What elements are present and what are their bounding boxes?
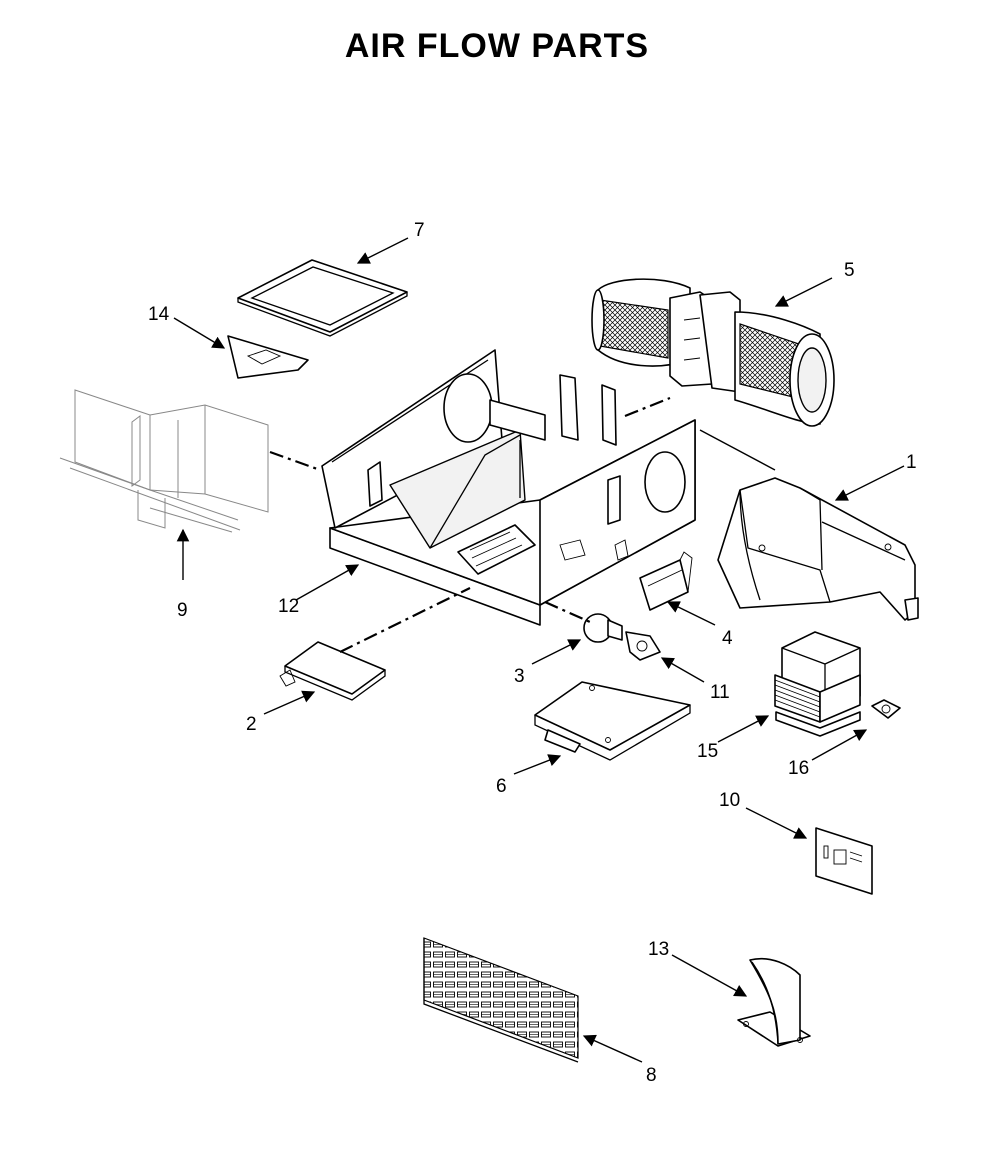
part-14-bracket xyxy=(227,335,309,379)
callout-1: 1 xyxy=(906,452,917,473)
callout-13: 13 xyxy=(648,939,669,960)
part-11-lamp-socket xyxy=(625,631,661,661)
callout-15: 15 xyxy=(697,741,718,762)
callout-8: 8 xyxy=(646,1065,657,1086)
callout-3: 3 xyxy=(514,666,525,687)
part-2-cover-plate xyxy=(279,641,386,701)
part-7-charcoal-filter xyxy=(237,259,408,337)
part-3-lamp xyxy=(583,613,623,643)
part-8-grille xyxy=(423,937,579,1063)
part-1-air-duct xyxy=(717,477,919,621)
part-6-tray xyxy=(534,681,691,761)
part-5-blower-motor xyxy=(591,278,835,427)
assembly-lines xyxy=(269,396,671,653)
callout-7: 7 xyxy=(414,220,425,241)
part-16-thermostat xyxy=(871,699,901,719)
callout-2: 2 xyxy=(246,714,257,735)
callout-6: 6 xyxy=(496,776,507,797)
part-4-plate xyxy=(639,551,693,611)
part-15-transformer xyxy=(774,631,861,737)
callout-4: 4 xyxy=(722,628,733,649)
part-10-label xyxy=(815,827,873,895)
part-13-vent-guide xyxy=(737,957,811,1047)
callout-11: 11 xyxy=(710,682,730,703)
callout-leaders xyxy=(173,237,905,1063)
part-9-vent-duct xyxy=(59,389,269,533)
callout-12: 12 xyxy=(278,596,299,617)
callout-10: 10 xyxy=(719,790,740,811)
part-12-base-plate xyxy=(321,349,696,626)
callout-9: 9 xyxy=(177,600,188,621)
page-title: AIR FLOW PARTS xyxy=(345,27,649,65)
callout-16: 16 xyxy=(788,758,809,779)
callout-14: 14 xyxy=(148,304,170,325)
callout-5: 5 xyxy=(844,260,855,281)
